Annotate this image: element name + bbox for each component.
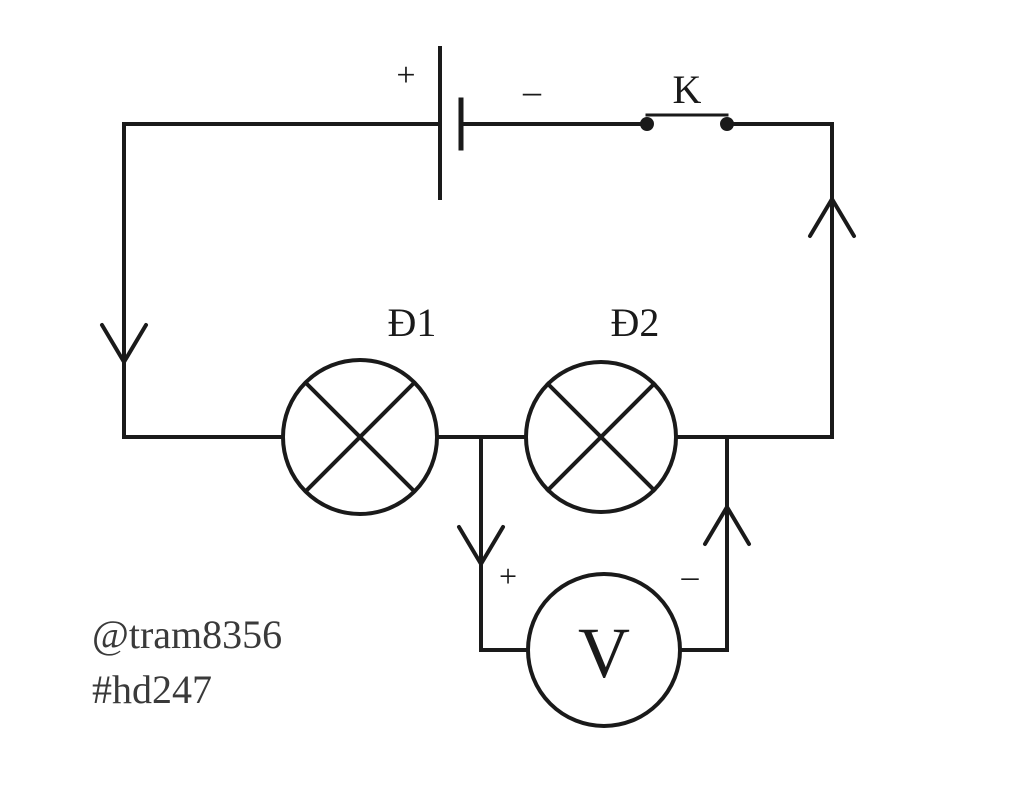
wire-voltmeter-left [479,435,530,652]
arrow-down-left-icon [100,323,148,366]
switch-label: K [673,67,702,112]
wire-right [674,122,834,439]
voltmeter-circle [526,572,682,728]
watermark-username: @tram8356 [92,612,282,657]
switch-k [640,113,734,131]
battery [438,46,464,200]
arrow-up-voltmeter-icon [703,503,751,546]
voltmeter-minus-label: – [681,558,700,595]
voltmeter-plus-label: + [499,558,517,594]
lamp-d1 [281,358,439,516]
lamp-d2-cross-b [545,381,657,493]
arrow-up-right-icon [808,195,856,238]
wire-top-left [122,122,442,439]
arrow-down-voltmeter-icon [457,525,505,568]
battery-minus-label: – [522,71,542,111]
lamp-d1-circle [281,358,439,516]
lamp-d2 [524,360,678,514]
lamp-d2-circle [524,360,678,514]
voltmeter-label: V [578,613,630,693]
lamp-d1-cross-b [303,380,417,494]
switch-terminal-right [720,117,734,131]
lamp-d1-label: Đ1 [388,300,437,345]
switch-terminal-left [640,117,654,131]
lamp-d2-label: Đ2 [611,300,660,345]
battery-plus-label: + [396,57,415,94]
watermark-hashtag: #hd247 [92,667,212,712]
